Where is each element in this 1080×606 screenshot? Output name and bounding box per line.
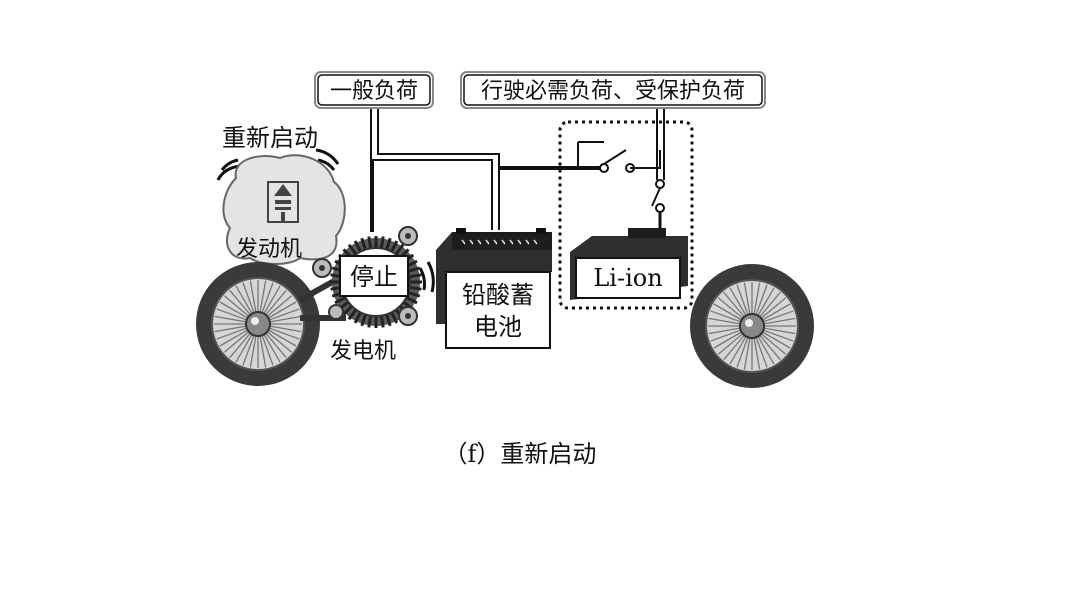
- stop-box: 停止: [339, 255, 409, 297]
- switch-icon: [577, 141, 665, 213]
- general-load-label: 一般负荷: [330, 79, 418, 104]
- wiring: [370, 104, 665, 232]
- lead-battery-label-2: 电池: [474, 313, 522, 341]
- figure-caption: （f）重新启动: [444, 440, 597, 468]
- pulley-icon: [312, 258, 332, 278]
- stop-label: 停止: [350, 263, 398, 291]
- alternator-label: 发电机: [330, 339, 396, 364]
- liion-label: Li-ion: [593, 264, 662, 292]
- lead-battery-label-1: 铅酸蓄: [462, 281, 534, 309]
- liion-module: Li-ion: [558, 120, 694, 310]
- wheel-icon: [196, 262, 320, 386]
- general-load-box: 一般负荷: [314, 71, 434, 109]
- restart-label: 重新启动: [222, 124, 318, 152]
- engine-icon: 发动机: [222, 154, 346, 265]
- lead-battery-label-box: 铅酸蓄 电池: [445, 271, 551, 349]
- engine-label: 发动机: [236, 237, 302, 262]
- protected-load-label: 行驶必需负荷、受保护负荷: [481, 79, 745, 104]
- wheel-icon: [690, 264, 814, 388]
- protected-load-box: 行驶必需负荷、受保护负荷: [460, 71, 766, 109]
